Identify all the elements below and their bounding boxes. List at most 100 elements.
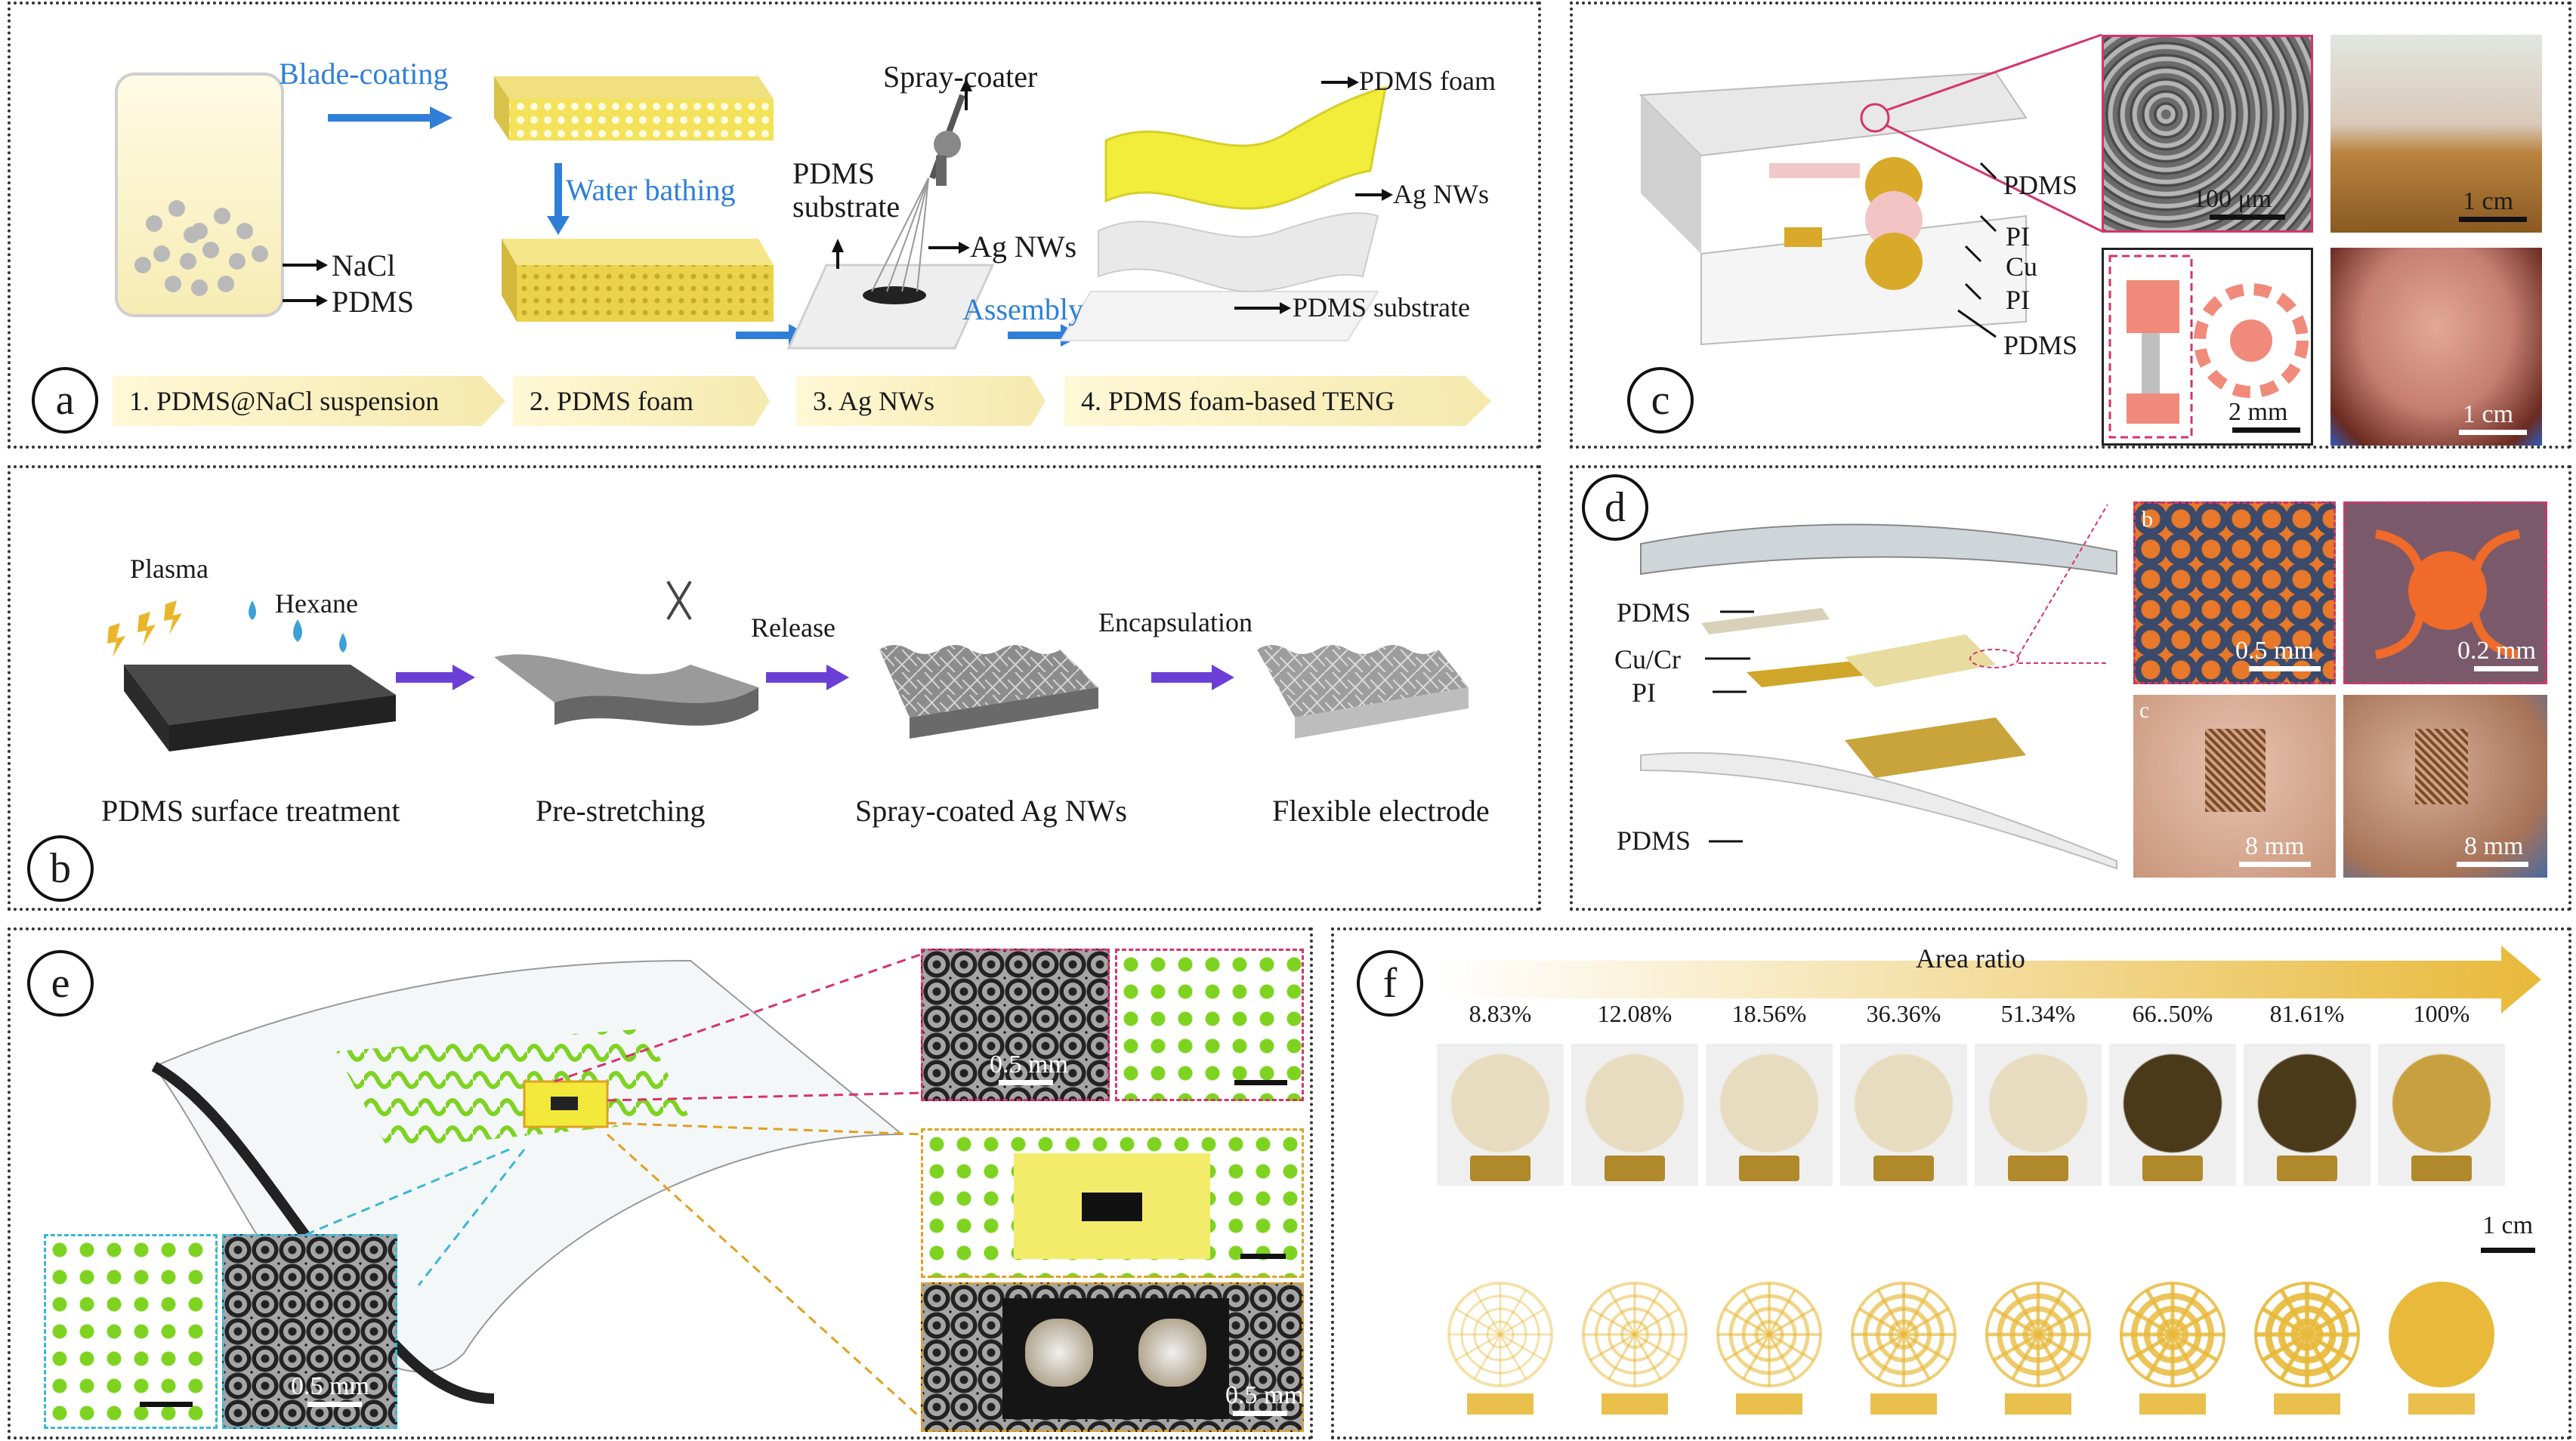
green-serpentine-zoom bbox=[44, 1234, 218, 1429]
panel-a-illustration bbox=[115, 73, 1393, 350]
green-serpentine-pink-zoom bbox=[1115, 949, 1304, 1101]
electrode-photo bbox=[2109, 1044, 2236, 1186]
electrode-photo bbox=[1975, 1044, 2102, 1186]
scale-label-1cm-bottom: 1 cm bbox=[2463, 400, 2514, 428]
pdms-substrate-label-2: substrate bbox=[792, 190, 900, 224]
scale-bar bbox=[2239, 862, 2311, 867]
area-ratio-value: 18.56% bbox=[1731, 1000, 1807, 1027]
sub-label-c: c bbox=[2139, 698, 2150, 723]
layer-label-pdms-top: PDMS bbox=[2003, 170, 2078, 200]
black-serpentine-zoom: 0.5 mm bbox=[222, 1234, 397, 1429]
area-ratio-value: 100% bbox=[2413, 1000, 2470, 1027]
scale-bar bbox=[2481, 1248, 2535, 1253]
nacl-label: NaCl bbox=[332, 248, 396, 282]
layer-label-cu-cr: Cu/Cr bbox=[1614, 644, 1682, 674]
panel-f: Area ratio 8.83%12.08%18.56%36.36%51.34%… bbox=[1331, 927, 2571, 1439]
layer-label-pi-top: PI bbox=[2006, 221, 2031, 251]
panel-b-label: b bbox=[27, 835, 94, 902]
pdms-substrate-label-1: PDMS bbox=[792, 156, 875, 190]
hexane-label: Hexane bbox=[275, 588, 358, 619]
release-label: Release bbox=[751, 613, 836, 643]
blade-coating-label: Blade-coating bbox=[279, 57, 449, 91]
area-ratio-label: Area ratio bbox=[1916, 943, 2025, 974]
black-chip bbox=[1082, 1193, 1142, 1221]
electrode-pattern-icon bbox=[1716, 1282, 1822, 1415]
pdms-foam-label: PDMS foam bbox=[1359, 66, 1496, 96]
assembly-label: Assembly bbox=[962, 292, 1083, 326]
scale-bar bbox=[1233, 1411, 1287, 1416]
plasma-label: Plasma bbox=[130, 554, 208, 584]
layer-label-pdms-bottom: PDMS bbox=[2003, 330, 2078, 360]
panel-a: a Blade-coating Water bathing Spray-coat… bbox=[8, 2, 1541, 449]
layer-label-pdms-bottom: PDMS bbox=[1617, 825, 1691, 856]
step-3: 3. Ag NWs bbox=[796, 376, 1046, 426]
panel-c: PDMS PI Cu PI PDMS 100 μm 1 cm 2 mm 1 cm… bbox=[1570, 2, 2571, 449]
scale-bar bbox=[2474, 666, 2538, 671]
suspension-slab bbox=[494, 76, 774, 140]
scale-label-1cm: 1 cm bbox=[2482, 1211, 2534, 1239]
yellow-pad-zoom bbox=[921, 1128, 1304, 1278]
layer-label-cu: Cu bbox=[2006, 251, 2038, 282]
panel-d-illustration bbox=[1640, 504, 2117, 870]
step-4: 4. PDMS foam-based TENG bbox=[1064, 376, 1491, 426]
layer-label-pi-bottom: PI bbox=[2006, 285, 2031, 315]
panel-d-label: d bbox=[1582, 474, 1648, 541]
panel-a-label: a bbox=[32, 367, 98, 434]
scale-bar bbox=[2457, 862, 2528, 867]
panel-f-label: f bbox=[1357, 950, 1423, 1017]
electrode-tab bbox=[2142, 1156, 2203, 1181]
sub-label-b: b bbox=[2142, 507, 2153, 532]
area-ratio-arrow bbox=[1440, 946, 2541, 1014]
teng-stack bbox=[1059, 85, 1387, 341]
electrode-tab bbox=[1873, 1156, 1934, 1181]
micro-mesh-photo: b 0.5 mm bbox=[2133, 501, 2336, 684]
scale-label-0-5mm-bottom: 0.5 mm bbox=[1225, 1381, 1304, 1409]
scale-label-8mm-right: 8 mm bbox=[2464, 832, 2524, 860]
water-bathing-label: Water bathing bbox=[566, 173, 736, 207]
area-ratio-value: 66..50% bbox=[2132, 1000, 2213, 1027]
panel-e: 0.5 mm 0.5 mm 0.5 mm e bbox=[8, 927, 1313, 1439]
scale-bar bbox=[307, 1402, 362, 1407]
panel-c-label: c bbox=[1627, 367, 1694, 434]
scale-bar bbox=[2210, 214, 2285, 220]
electrode-pattern-icon bbox=[1582, 1282, 1688, 1415]
device-photo-top: 1 cm bbox=[2330, 35, 2542, 233]
area-ratio-value: 51.34% bbox=[2000, 1000, 2076, 1027]
scale-bar bbox=[2232, 427, 2300, 433]
black-serpentine-pink-zoom: 0.5 mm bbox=[921, 949, 1110, 1101]
scale-bar bbox=[999, 1080, 1053, 1085]
caption-spray-coated: Spray-coated Ag NWs bbox=[855, 794, 1127, 828]
scale-bar bbox=[2459, 430, 2527, 435]
scale-bar bbox=[140, 1402, 193, 1407]
panel-d: PDMS Cu/Cr PI PDMS b 0.5 mm 0.2 mm c 8 m… bbox=[1570, 465, 2571, 911]
foam-slab bbox=[502, 239, 774, 322]
electrode-photo bbox=[2244, 1044, 2371, 1186]
beaker-icon bbox=[115, 73, 284, 317]
caption-surface-treatment: PDMS surface treatment bbox=[101, 794, 400, 828]
spray-gun-icon bbox=[929, 94, 965, 186]
skin-mesh-photo: c 8 mm bbox=[2133, 695, 2336, 878]
scale-label-0-2mm: 0.2 mm bbox=[2457, 637, 2536, 665]
scale-label-1cm-top: 1 cm bbox=[2463, 187, 2514, 215]
mesh-device bbox=[2205, 729, 2266, 812]
mesh-device bbox=[2415, 729, 2468, 804]
electrode-photo bbox=[2378, 1044, 2505, 1186]
scale-bar bbox=[2249, 666, 2321, 671]
pdms-substrate-layer-label: PDMS substrate bbox=[1293, 292, 1471, 322]
scale-label-0-5mm-top: 0.5 mm bbox=[990, 1051, 1068, 1078]
step-2: 2. PDMS foam bbox=[513, 376, 770, 426]
caption-pre-stretching: Pre-stretching bbox=[536, 794, 706, 828]
chip-right bbox=[1138, 1319, 1206, 1387]
spray-coater-label: Spray-coater bbox=[883, 60, 1038, 94]
electrode-tab bbox=[1739, 1156, 1799, 1181]
panel-c-illustration bbox=[1639, 33, 2102, 346]
finger-mesh-photo: 8 mm bbox=[2343, 695, 2547, 878]
plasma-icon bbox=[107, 600, 182, 657]
electrode-tab bbox=[2008, 1156, 2068, 1181]
electrode-tab bbox=[2411, 1156, 2472, 1181]
electrode-tab bbox=[1605, 1156, 1665, 1181]
scale-label-0-5mm-left: 0.5 mm bbox=[291, 1372, 369, 1400]
electrode-photo bbox=[1706, 1044, 1833, 1186]
electrode-pattern-icon bbox=[2389, 1282, 2494, 1415]
area-ratio-value: 36.36% bbox=[1866, 1000, 1941, 1027]
